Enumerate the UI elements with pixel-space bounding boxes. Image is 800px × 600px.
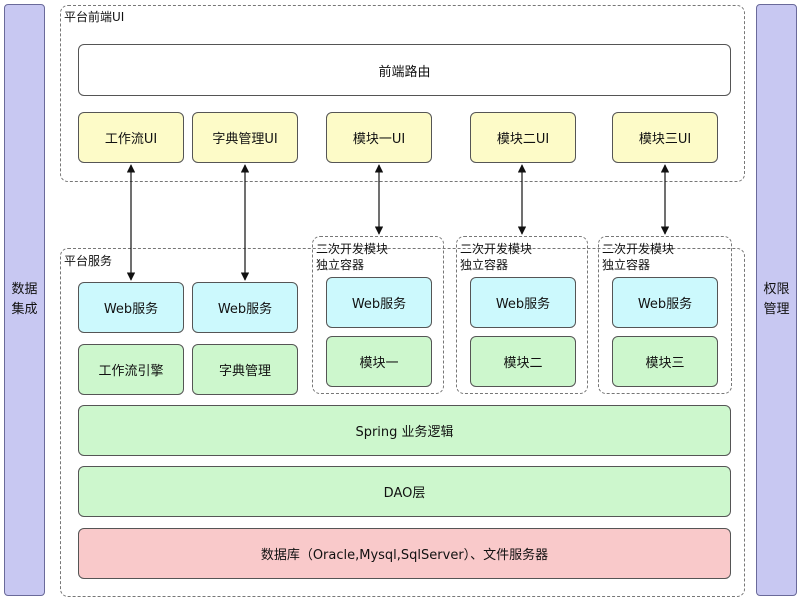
module-one-ui: 模块一UI [326,112,432,163]
container-2-title-line2: 独立容器 [460,258,509,272]
container-3-title-line2: 独立容器 [602,258,651,272]
dev-container-3 [598,236,732,394]
sidebar-label-line2: 管理 [763,302,790,317]
sidebar-label-line1: 数据 [11,281,38,297]
container-1-title-line1: 二次开发模块 [316,242,389,256]
permission-management-sidebar: 权限 管理 [756,4,797,596]
container-3-title-line1: 二次开发模块 [602,242,675,256]
module-three-ui: 模块三UI [612,112,718,163]
module-two-ui: 模块二UI [470,112,576,163]
container-1-title-line2: 独立容器 [316,258,365,272]
frontend-router: 前端路由 [78,44,731,96]
data-integration-sidebar: 数据 集成 [4,4,45,596]
module-one: 模块一 [326,336,432,387]
platform-services-group [60,248,745,597]
web-service-module-two: Web服务 [470,277,576,328]
workflow-engine: 工作流引擎 [78,344,184,395]
database-layer: 数据库（Oracle,Mysql,SqlServer）、文件服务器 [78,528,731,579]
frontend-group [60,5,745,182]
web-service-module-three: Web服务 [612,277,718,328]
web-service-workflow: Web服务 [78,282,184,333]
sidebar-label-line1: 权限 [763,281,790,297]
web-service-module-one: Web服务 [326,277,432,328]
web-service-dictionary: Web服务 [192,282,298,333]
dictionary-management: 字典管理 [192,344,298,395]
dev-container-1 [312,236,444,394]
spring-business-logic: Spring 业务逻辑 [78,405,731,456]
dao-layer: DAO层 [78,466,731,517]
workflow-ui-module: 工作流UI [78,112,184,163]
dictionary-ui-module: 字典管理UI [192,112,298,163]
module-three: 模块三 [612,336,718,387]
module-two: 模块二 [470,336,576,387]
dev-container-2 [456,236,588,394]
services-group-title: 平台服务 [64,254,113,268]
container-2-title-line1: 二次开发模块 [460,242,533,256]
frontend-group-title: 平台前端UI [64,10,125,24]
sidebar-label-line2: 集成 [11,302,38,317]
